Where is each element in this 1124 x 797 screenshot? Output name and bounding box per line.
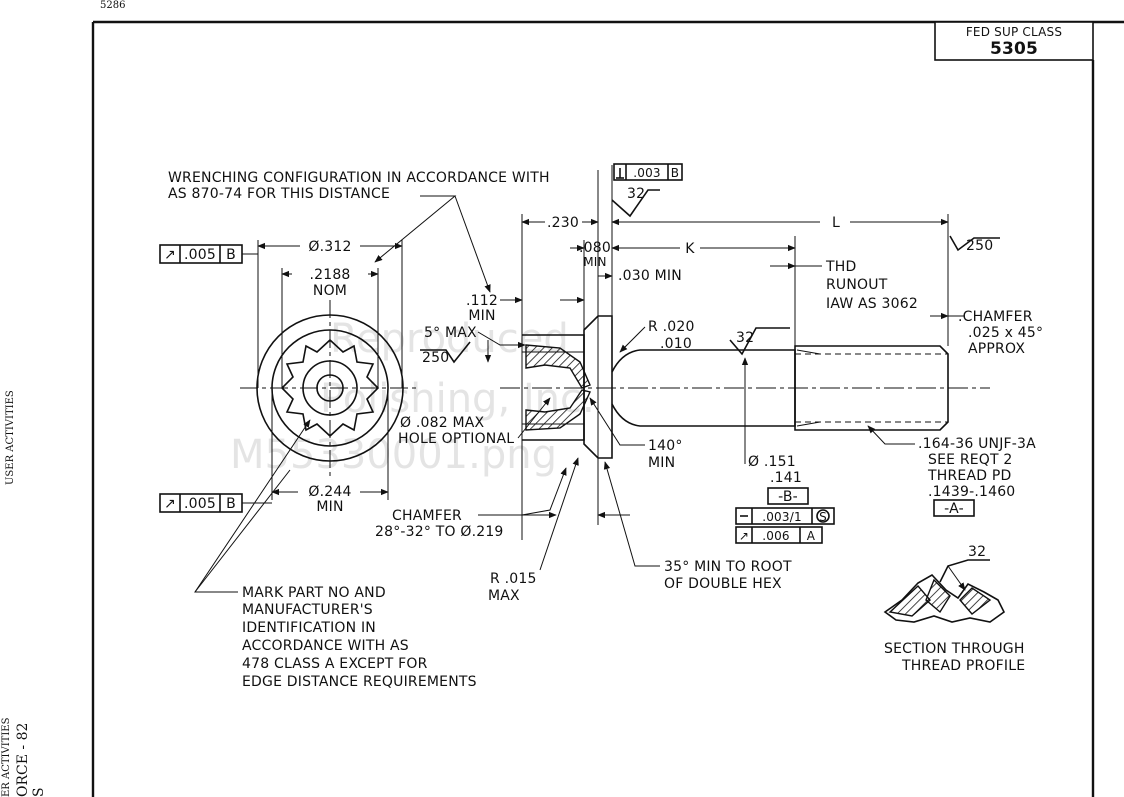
svg-text:.005: .005 xyxy=(184,247,216,263)
fed-sup-class-label: FED SUP CLASS xyxy=(966,25,1062,39)
runout-frame-top: ↗ .005 B xyxy=(159,244,258,264)
svg-text:A: A xyxy=(807,529,816,543)
chamfer-note-1: CHAMFER xyxy=(392,508,462,524)
section-hatch-upper xyxy=(525,344,591,389)
margin-bottom-line-1: ER ACTIVITIES xyxy=(1,717,12,797)
runout-symbol-icon: ↗ xyxy=(164,247,176,263)
wrenching-note-line-1: WRENCHING CONFIGURATION IN ACCORDANCE WI… xyxy=(168,170,550,186)
thread-section-profile: 32 SECTION THROUGH THREAD PROFILE xyxy=(883,544,1025,674)
runout-symbol-icon: ↗ xyxy=(164,496,176,512)
radius-010: .010 xyxy=(660,336,692,352)
fed-sup-class-value: 5305 xyxy=(990,39,1038,59)
section-label-1: SECTION THROUGH xyxy=(884,641,1025,657)
dim-2188: .2188 xyxy=(309,267,350,283)
mark-part-note: MARK PART NO AND MANUFACTURER'S IDENTIFI… xyxy=(242,585,477,690)
watermark: Reproduced Polishing, Inc. M55330001.png xyxy=(230,316,595,478)
svg-text:.006: .006 xyxy=(762,529,790,543)
margin-user-activities: USER ACTIVITIES xyxy=(5,390,16,485)
watermark-line-3: M55330001.png xyxy=(230,432,557,478)
datum-a: -A- xyxy=(944,501,964,517)
svg-text:RUNOUT: RUNOUT xyxy=(826,277,888,293)
runout-symbol-icon: ↗ xyxy=(739,529,749,543)
dim-l: L xyxy=(832,215,840,231)
angle-5-max: 5° MAX xyxy=(424,325,477,341)
wrenching-note-line-2: AS 870-74 FOR THIS DISTANCE xyxy=(168,186,390,202)
angle-140-min: MIN xyxy=(648,455,675,471)
dim-dia-244-min: MIN xyxy=(316,499,343,515)
concentricity-frame: .003/1 S xyxy=(735,507,835,525)
angle-140: 140° xyxy=(648,438,683,454)
hole-optional: HOLE OPTIONAL xyxy=(398,431,514,447)
section-label-2: THREAD PROFILE xyxy=(901,658,1025,674)
dim-k: K xyxy=(685,241,695,257)
svg-text:EDGE DISTANCE REQUIREMENTS: EDGE DISTANCE REQUIREMENTS xyxy=(242,674,477,690)
dim-dia-141: .141 xyxy=(770,470,802,486)
section-hatch-lower xyxy=(525,389,591,431)
svg-text:.025 x 45°: .025 x 45° xyxy=(968,325,1043,341)
svg-text:IDENTIFICATION IN: IDENTIFICATION IN xyxy=(242,620,376,636)
svg-text:THD: THD xyxy=(825,259,856,275)
finish-250-left: 250 xyxy=(422,350,449,366)
dim-080-min: MIN xyxy=(583,255,606,269)
svg-text:.1439-.1460: .1439-.1460 xyxy=(928,484,1015,500)
finish-250-top: 250 xyxy=(966,238,993,254)
svg-text:.005: .005 xyxy=(184,496,216,512)
dim-dia-151: Ø .151 xyxy=(748,454,796,470)
hole-dia-082: Ø .082 MAX xyxy=(400,415,485,431)
corner-code: 5286 xyxy=(100,0,125,11)
side-view: .230 L .080 MIN K .030 MIN THD RUNOUT IA… xyxy=(375,163,1043,604)
perpendicularity-frame: .003 B xyxy=(613,163,683,181)
dim-dia-244: Ø.244 xyxy=(308,484,351,500)
svg-text:MANUFACTURER'S: MANUFACTURER'S xyxy=(242,602,373,618)
dim-112-min: MIN xyxy=(468,308,495,324)
runout-frame-bottom: ↗ .005 B xyxy=(159,493,272,513)
svg-text:.164-36 UNJF-3A: .164-36 UNJF-3A xyxy=(918,436,1036,452)
dim-2188-nom: NOM xyxy=(313,283,347,299)
dim-230: .230 xyxy=(547,215,579,231)
radius-015: R .015 xyxy=(490,571,537,587)
dim-dia-312: Ø.312 xyxy=(308,239,351,255)
radius-020: R .020 xyxy=(648,319,695,335)
svg-text:THREAD PD: THREAD PD xyxy=(927,468,1011,484)
dim-030-min: .030 MIN xyxy=(618,268,682,284)
svg-text:.003/1: .003/1 xyxy=(762,510,802,524)
runout-frame-side: ↗ .006 A xyxy=(735,526,823,544)
svg-text:B: B xyxy=(226,247,236,263)
dim-112: .112 xyxy=(466,293,498,309)
svg-text:B: B xyxy=(671,166,679,180)
svg-text:S: S xyxy=(819,510,827,524)
finish-32-mid: 32 xyxy=(736,330,754,346)
finish-32-top: 32 xyxy=(627,186,645,202)
dim-080: .080 xyxy=(579,240,611,256)
finish-32-section: 32 xyxy=(968,544,986,560)
svg-text:IAW AS 3062: IAW AS 3062 xyxy=(826,296,918,312)
datum-b: -B- xyxy=(778,489,798,505)
svg-text:.CHAMFER: .CHAMFER xyxy=(958,309,1033,325)
radius-015-max: MAX xyxy=(488,588,520,604)
fed-sup-class-box: FED SUP CLASS 5305 xyxy=(934,21,1094,61)
svg-text:478 CLASS A EXCEPT FOR: 478 CLASS A EXCEPT FOR xyxy=(242,656,428,672)
svg-text:APPROX: APPROX xyxy=(968,341,1025,357)
svg-text:MARK PART NO AND: MARK PART NO AND xyxy=(242,585,386,601)
svg-text:SEE REQT 2: SEE REQT 2 xyxy=(928,452,1013,468)
angle-35-min-2: OF DOUBLE HEX xyxy=(664,576,782,592)
head-view: Ø.312 .2188 NOM Ø.244 MIN ↗ .005 B ↗ .00… xyxy=(159,239,420,515)
svg-text:B: B xyxy=(226,496,236,512)
chamfer-note-2: 28°-32° TO Ø.219 xyxy=(375,524,504,540)
svg-text:ACCORDANCE WITH AS: ACCORDANCE WITH AS xyxy=(242,638,409,654)
margin-bottom-line-2: ORCE - 82 xyxy=(15,723,31,797)
margin-bottom-line-3: S xyxy=(31,787,47,797)
angle-35-min-1: 35° MIN TO ROOT xyxy=(664,559,792,575)
svg-text:.003: .003 xyxy=(633,166,661,180)
